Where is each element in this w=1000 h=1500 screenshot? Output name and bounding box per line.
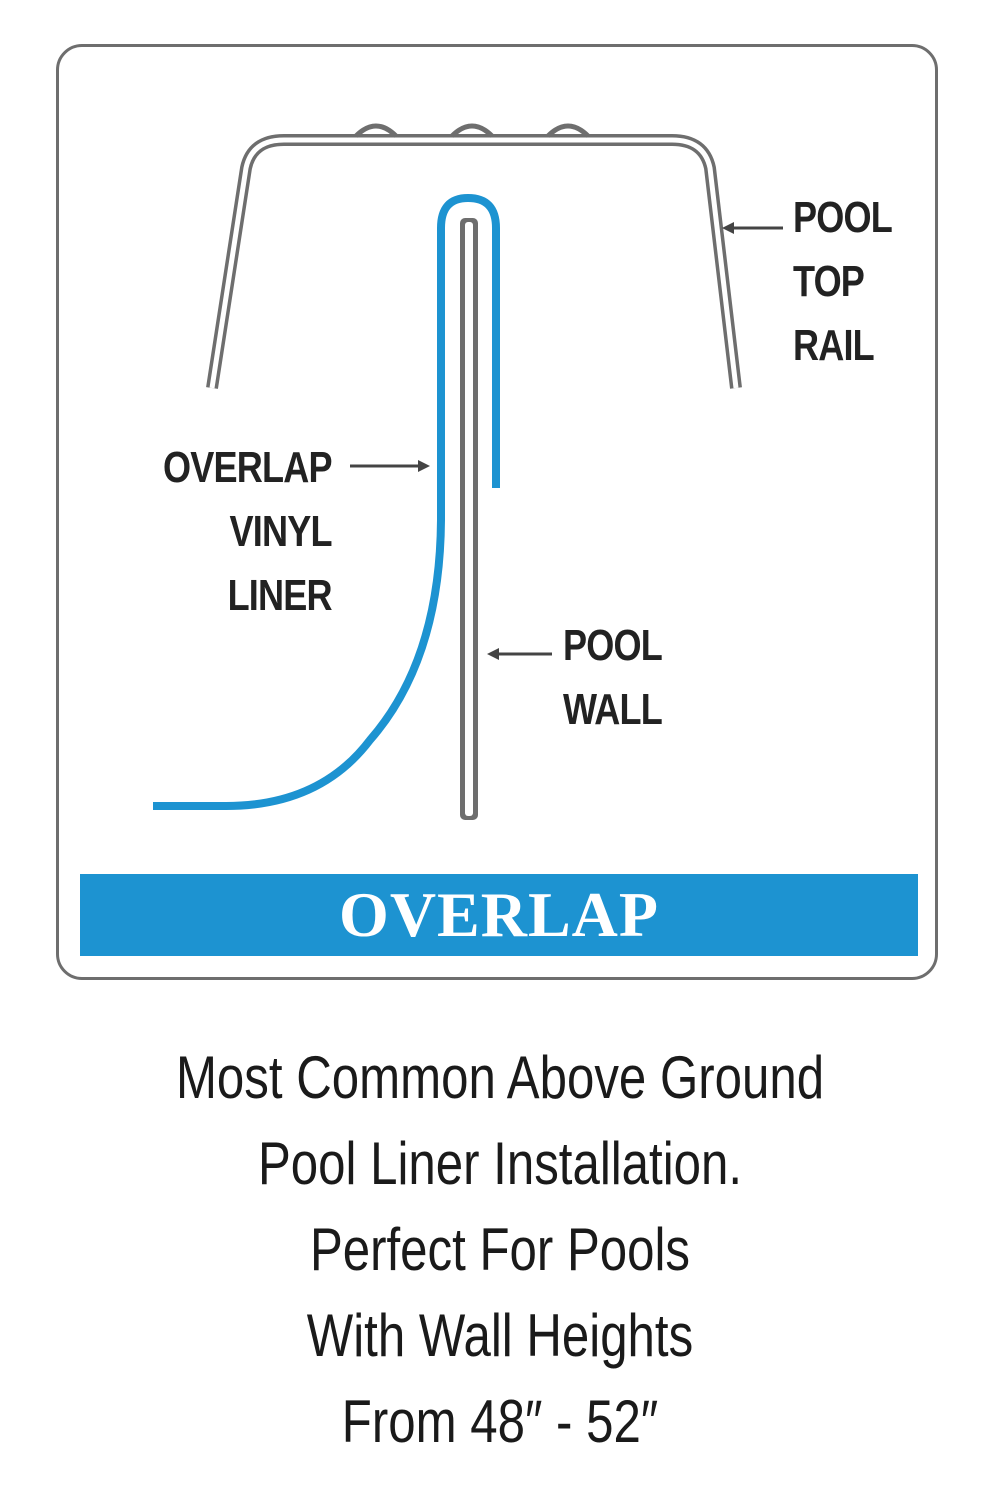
pool-wall xyxy=(460,218,478,820)
banner-title: OVERLAP xyxy=(339,879,659,950)
caption-line: Perfect For Pools xyxy=(309,1216,691,1283)
label-overlap-vinyl-liner: OVERLAP VINYL LINER xyxy=(163,436,332,628)
label-line: POOL xyxy=(563,621,663,670)
label-pool-top-rail: POOL TOP RAIL xyxy=(793,186,893,378)
caption-line: Most Common Above Ground xyxy=(175,1044,825,1111)
label-line: WALL xyxy=(563,685,663,734)
label-line: TOP xyxy=(793,257,865,306)
caption-line: From 48″ - 52″ xyxy=(341,1388,659,1455)
wall-arrow xyxy=(487,648,552,660)
label-line: OVERLAP xyxy=(163,443,332,492)
label-line: LINER xyxy=(227,571,333,620)
diagram-card xyxy=(56,44,938,980)
top-rail-arrow xyxy=(722,222,783,234)
description-caption: Most Common Above Ground Pool Liner Inst… xyxy=(0,1035,1000,1465)
caption-line: Pool Liner Installation. xyxy=(257,1130,743,1197)
pool-top-rail xyxy=(206,123,742,389)
label-line: POOL xyxy=(793,193,893,242)
label-line: RAIL xyxy=(793,321,875,370)
liner-arrow xyxy=(350,460,430,472)
caption-line: With Wall Heights xyxy=(306,1302,694,1369)
vinyl-liner xyxy=(153,194,500,810)
label-line: VINYL xyxy=(229,507,333,556)
label-pool-wall: POOL WALL xyxy=(563,614,663,742)
overlap-banner: OVERLAP xyxy=(80,874,918,956)
